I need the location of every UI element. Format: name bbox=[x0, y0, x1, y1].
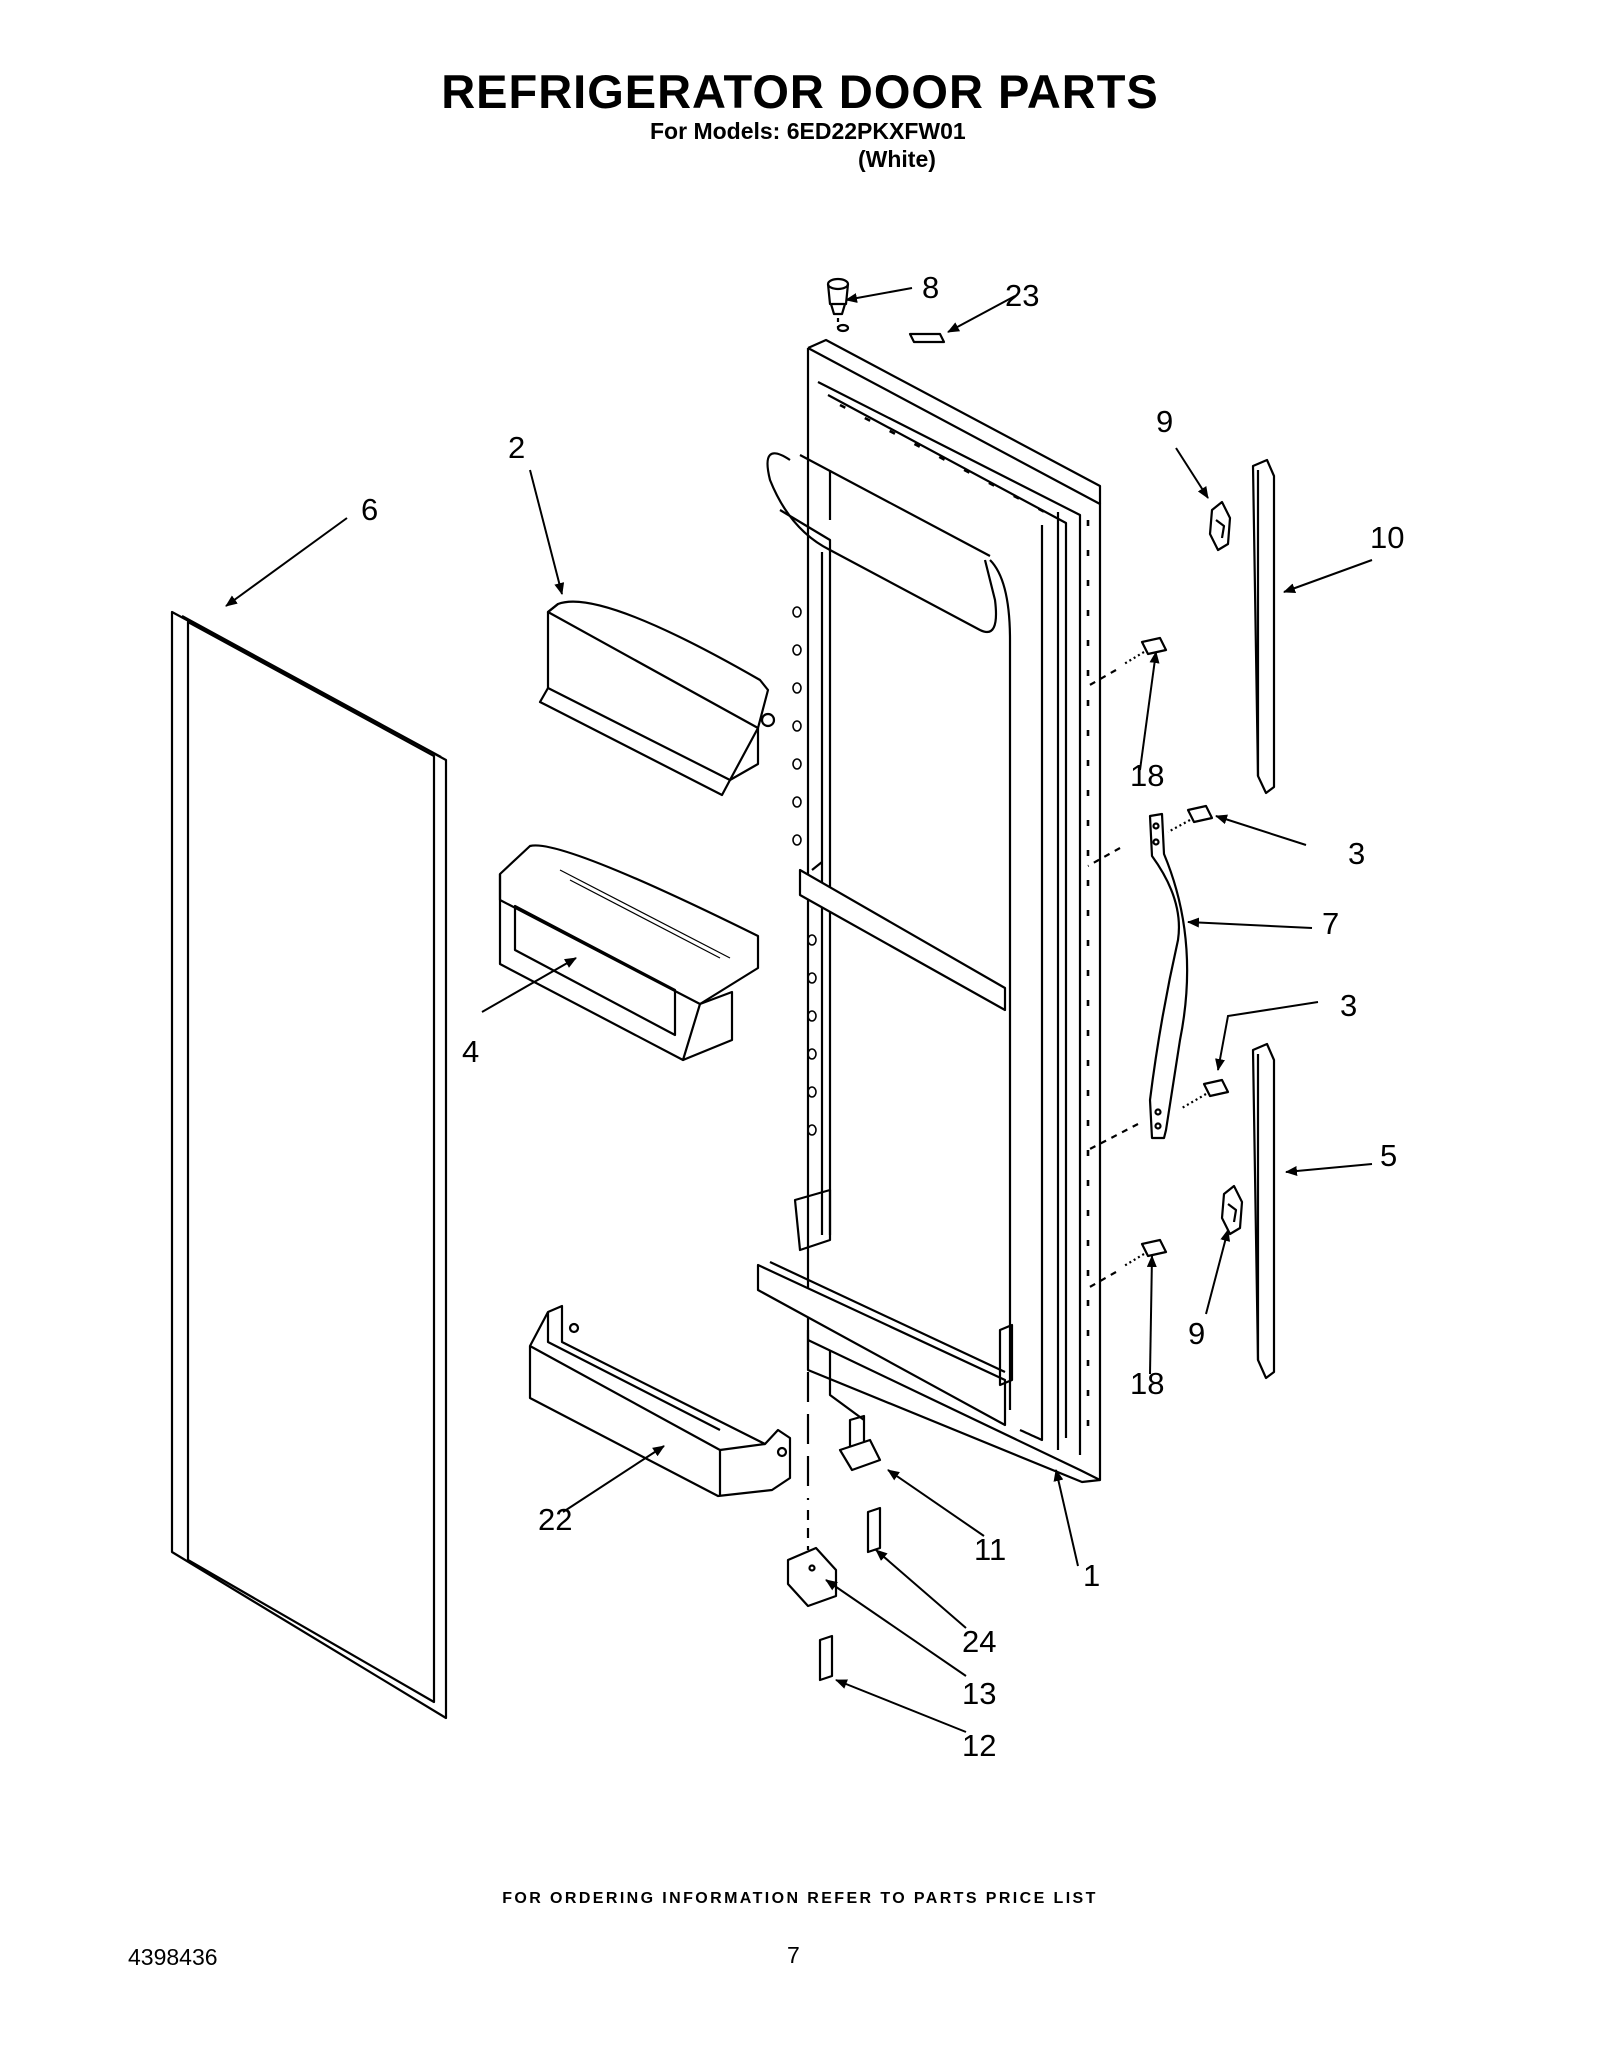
callout-12: 12 bbox=[962, 1728, 996, 1763]
callout-24: 24 bbox=[962, 1624, 996, 1659]
trim-clip-upper bbox=[1208, 500, 1232, 552]
callout-18-lower: 18 bbox=[1130, 1366, 1164, 1401]
callout-1: 1 bbox=[1083, 1558, 1100, 1593]
plug bbox=[826, 277, 850, 328]
screw-3-upper bbox=[1167, 804, 1214, 833]
callout-13: 13 bbox=[962, 1676, 996, 1711]
lower-door-bin bbox=[528, 1304, 792, 1498]
page-number: 7 bbox=[787, 1942, 800, 1968]
trim-clip-lower bbox=[1220, 1184, 1244, 1236]
handle-trim-upper bbox=[1251, 458, 1276, 795]
callout-9-upper: 9 bbox=[1156, 404, 1173, 439]
callout-3-upper: 3 bbox=[1348, 836, 1365, 871]
document-number: 4398436 bbox=[128, 1944, 218, 1970]
callout-9-lower: 9 bbox=[1188, 1316, 1205, 1351]
hinge-screw-24 bbox=[866, 1506, 882, 1554]
label-plate bbox=[908, 332, 946, 344]
callout-4: 4 bbox=[462, 1034, 479, 1069]
callout-2: 2 bbox=[508, 430, 525, 465]
callout-18-upper: 18 bbox=[1130, 758, 1164, 793]
callout-8: 8 bbox=[922, 270, 939, 305]
bin-cover bbox=[538, 600, 776, 797]
callout-6: 6 bbox=[361, 492, 378, 527]
hinge-pin bbox=[828, 1350, 882, 1472]
screw-18-lower bbox=[1087, 1238, 1168, 1289]
screw-3-lower bbox=[1181, 1078, 1230, 1109]
models-line: For Models: 6ED22PKXFW01 bbox=[650, 118, 966, 144]
callout-22: 22 bbox=[538, 1502, 572, 1537]
door-liner bbox=[756, 323, 1102, 1484]
model-variant: (White) bbox=[858, 146, 936, 172]
screw-18-upper bbox=[1087, 636, 1168, 687]
callout-23: 23 bbox=[1005, 278, 1039, 313]
hinge-screw-12 bbox=[818, 1634, 834, 1682]
door-gasket bbox=[170, 610, 448, 1720]
callout-5: 5 bbox=[1380, 1138, 1397, 1173]
handle-trim-lower bbox=[1251, 1042, 1276, 1380]
door-handle bbox=[1148, 812, 1189, 1140]
page-title: REFRIGERATOR DOOR PARTS bbox=[441, 65, 1159, 118]
callout-3-lower: 3 bbox=[1340, 988, 1357, 1023]
ordering-note: FOR ORDERING INFORMATION REFER TO PARTS … bbox=[502, 1890, 1098, 1907]
callout-7: 7 bbox=[1322, 906, 1339, 941]
callout-11: 11 bbox=[974, 1532, 1006, 1567]
hinge-bracket bbox=[786, 1546, 838, 1608]
door-bin bbox=[498, 844, 760, 1062]
callout-10: 10 bbox=[1370, 520, 1404, 555]
